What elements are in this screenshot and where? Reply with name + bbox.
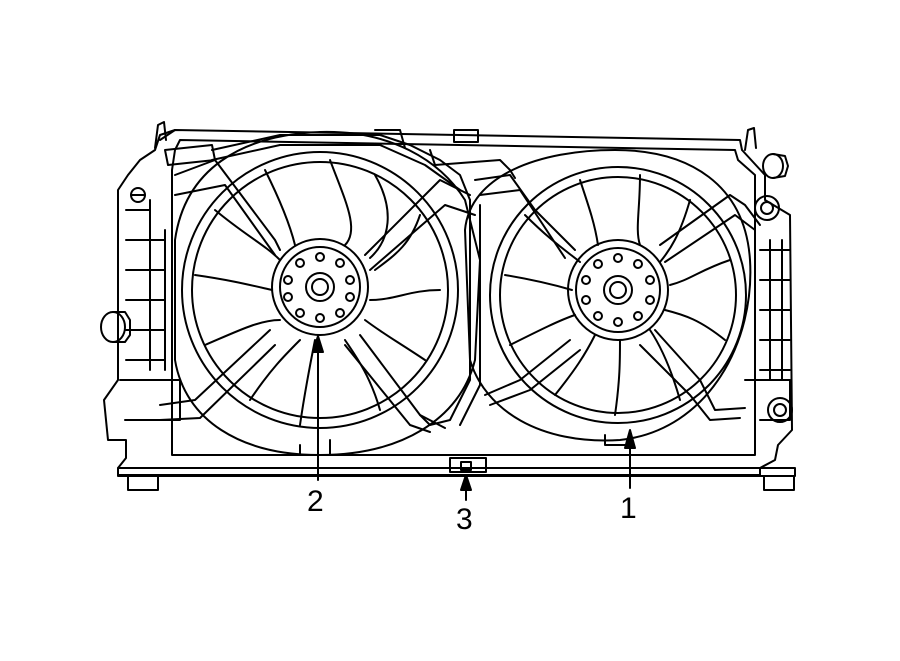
right-mount-bosses (754, 195, 793, 423)
bottom-clip (449, 457, 487, 473)
callout-label-2: 2 (307, 485, 324, 518)
right-fan-shroud (464, 149, 752, 442)
left-mount-bosses (130, 187, 146, 203)
right-fan-spokes (474, 174, 761, 446)
right-radiator-cap (762, 153, 789, 179)
callout-label-3: 3 (456, 503, 473, 536)
leader-arrow-2 (312, 335, 324, 353)
leader-arrow-1 (624, 429, 636, 449)
callout-leaders (312, 335, 636, 501)
wiring-harness (164, 129, 516, 426)
radiator-frame (103, 121, 796, 491)
callout-label-1: 1 (620, 492, 637, 525)
left-fan (181, 151, 459, 429)
leader-arrow-3 (460, 474, 472, 491)
right-fan (489, 166, 747, 424)
left-radiator-cap (100, 311, 131, 343)
left-fan-shroud (174, 130, 481, 456)
